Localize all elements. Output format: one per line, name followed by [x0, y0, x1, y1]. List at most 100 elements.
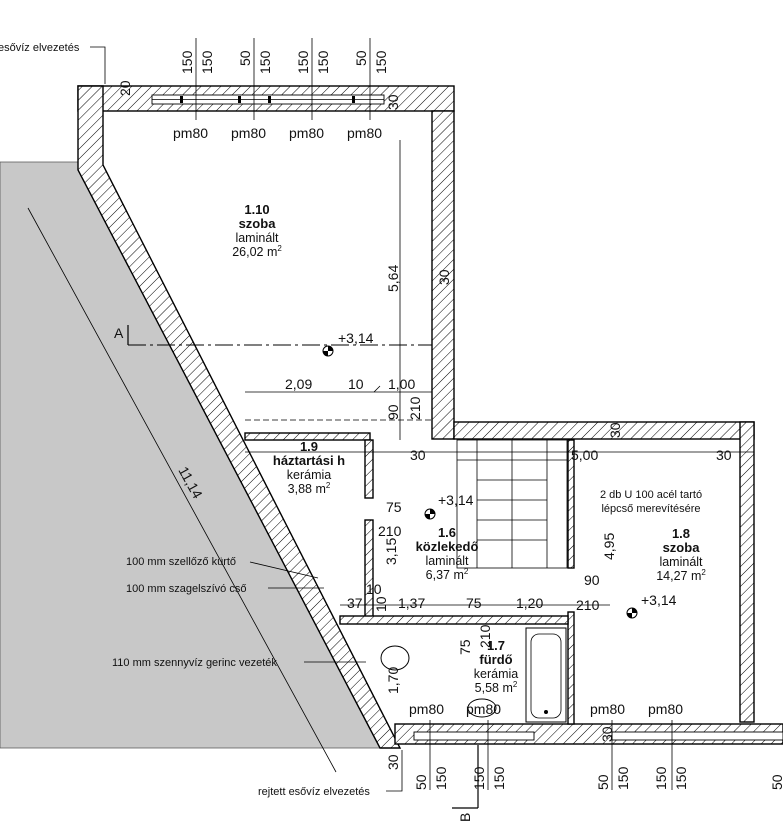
svg-text:50: 50 [237, 50, 253, 66]
window-label-top-1: pm80 [173, 125, 208, 141]
section-label-b: B [457, 813, 473, 822]
partition-horizontal [339, 615, 569, 625]
svg-text:fürdő: fürdő [479, 652, 512, 667]
svg-text:5,00: 5,00 [571, 447, 598, 463]
bottom-dimension-lines [429, 720, 673, 790]
level-marker-3: +3,14 [626, 592, 677, 619]
svg-text:50: 50 [413, 774, 429, 790]
bathtub [525, 627, 567, 723]
svg-text:10: 10 [348, 376, 364, 392]
svg-text:30: 30 [599, 726, 615, 742]
svg-text:kerámia: kerámia [474, 667, 519, 681]
top-window-mullions [180, 96, 355, 103]
svg-text:1,37: 1,37 [398, 595, 425, 611]
svg-text:1,00: 1,00 [388, 376, 415, 392]
svg-text:100 mm szellőző kürtő: 100 mm szellőző kürtő [126, 556, 236, 568]
window-label-bottom-1: pm80 [409, 701, 444, 717]
level-marker-2: +3,14 [424, 492, 474, 520]
svg-text:210: 210 [378, 523, 402, 539]
sloped-wall [77, 85, 402, 749]
svg-text:+3,14: +3,14 [641, 592, 677, 608]
svg-text:3,15: 3,15 [383, 538, 399, 565]
room-1-9: 1.9 háztartási h kerámia 3,88 m2 [273, 439, 345, 496]
svg-text:1.8: 1.8 [672, 526, 690, 541]
window-label-bottom-3: pm80 [590, 701, 625, 717]
svg-text:laminált: laminált [659, 555, 703, 569]
window-label-top-4: pm80 [347, 125, 382, 141]
svg-text:150: 150 [653, 766, 669, 790]
note-rejtett: rejtett esővíz elvezetés [258, 750, 403, 798]
window-label-top-2: pm80 [231, 125, 266, 141]
bottom-window-strip [413, 731, 535, 741]
diagonal-dimension-line [27, 207, 337, 773]
dimension-chain-1-10 [245, 140, 432, 440]
svg-text:háztartási h: háztartási h [273, 453, 345, 468]
svg-text:30: 30 [716, 447, 732, 463]
level-marker-1: +3,14 [322, 330, 374, 357]
top-dimension-lines [195, 38, 371, 120]
svg-text:150: 150 [433, 766, 449, 790]
room-1-8: 1.8 szoba laminált 14,27 m2 [656, 526, 706, 583]
room-1-10: 1.10 szoba laminált 26,02 m2 [232, 202, 282, 259]
bottom-extra-150-b: 150 [491, 766, 507, 790]
right-wall-1-10 [431, 110, 455, 440]
toilet [380, 645, 410, 671]
svg-text:+3,14: +3,14 [438, 492, 474, 508]
window-label-top-3: pm80 [289, 125, 324, 141]
svg-text:30: 30 [410, 447, 426, 463]
partition-1-9 [364, 439, 374, 499]
svg-text:5,58 m2: 5,58 m2 [475, 680, 518, 695]
svg-text:210: 210 [576, 597, 600, 613]
svg-text:2,09: 2,09 [285, 376, 312, 392]
svg-text:1.9: 1.9 [300, 439, 318, 454]
section-line-a [127, 325, 432, 346]
svg-text:50: 50 [769, 774, 783, 790]
svg-text:150: 150 [373, 50, 389, 74]
svg-text:közlekedő: közlekedő [416, 539, 479, 554]
svg-text:50: 50 [595, 774, 611, 790]
window-label-bottom-4: pm80 [648, 701, 683, 717]
svg-text:1.10: 1.10 [244, 202, 269, 217]
svg-text:50: 50 [353, 50, 369, 66]
svg-text:90: 90 [584, 572, 600, 588]
svg-text:30: 30 [436, 269, 452, 285]
svg-text:1.7: 1.7 [487, 638, 505, 653]
svg-text:szoba: szoba [663, 540, 701, 555]
top-dimension-values: 150 150 50 150 150 150 50 150 [179, 50, 389, 74]
note-steel: 2 db U 100 acél tartó lépcső merevítésér… [600, 489, 702, 515]
svg-text:150: 150 [315, 50, 331, 74]
staircase [456, 439, 568, 569]
note-szennyviz: 110 mm szennyvíz gerinc vezeték [112, 657, 366, 669]
svg-text:rejtett esővíz elvezetés: rejtett esővíz elvezetés [258, 786, 370, 798]
window-label-bottom-2: pm80 [466, 701, 501, 717]
svg-text:75: 75 [386, 499, 402, 515]
svg-text:3,88 m2: 3,88 m2 [288, 481, 331, 496]
svg-text:1,20: 1,20 [516, 595, 543, 611]
section-label-a: A [114, 325, 124, 341]
svg-text:30: 30 [385, 754, 401, 770]
svg-text:37: 37 [347, 595, 363, 611]
svg-text:110 mm szennyvíz gerinc vezeté: 110 mm szennyvíz gerinc vezeték [112, 657, 277, 669]
svg-text:kerámia: kerámia [287, 468, 332, 482]
svg-text:75: 75 [457, 639, 473, 655]
svg-text:laminált: laminált [425, 554, 469, 568]
svg-text:2 db U 100 acél tartó: 2 db U 100 acél tartó [600, 489, 702, 501]
svg-text:20: 20 [117, 80, 133, 96]
svg-text:150: 150 [179, 50, 195, 74]
svg-text:lépcső merevítésére: lépcső merevítésére [601, 503, 700, 515]
room-1-6: 1.6 közlekedő laminált 6,37 m2 [416, 525, 479, 582]
svg-text:10: 10 [373, 596, 389, 612]
svg-text:5,64: 5,64 [385, 265, 401, 292]
sink [467, 698, 497, 718]
bottom-extra-150: 150 [673, 766, 689, 790]
mid-wall-right [453, 421, 755, 440]
svg-text:4,95: 4,95 [601, 533, 617, 560]
mid-wall-left [244, 432, 371, 441]
svg-text:esővíz elvezetés: esővíz elvezetés [0, 42, 80, 54]
svg-text:90: 90 [385, 404, 401, 420]
svg-text:30: 30 [385, 94, 401, 110]
bottom-dimension-values: 50 150 150 50 150 150 50 [413, 766, 783, 790]
partition-1-8-b [567, 611, 575, 725]
svg-text:210: 210 [477, 624, 493, 648]
svg-text:laminált: laminált [235, 231, 279, 245]
